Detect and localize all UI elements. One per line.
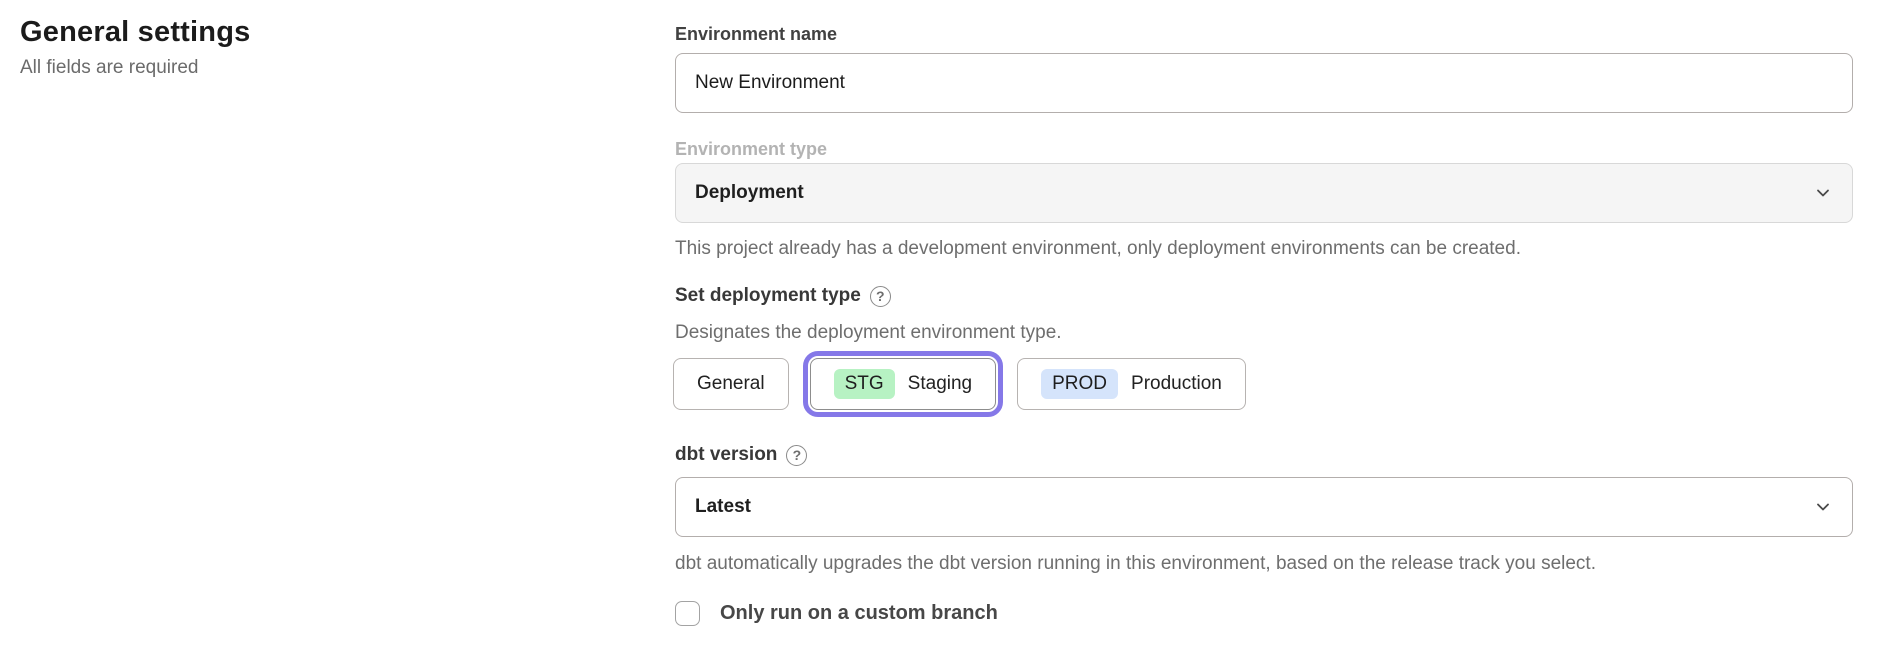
help-icon[interactable]: ? bbox=[869, 285, 891, 307]
custom-branch-row: Only run on a custom branch bbox=[675, 601, 998, 626]
staging-badge: STG bbox=[833, 369, 895, 399]
environment-type-helper: This project already has a development e… bbox=[675, 238, 1521, 259]
environment-type-label: Environment type bbox=[675, 139, 828, 159]
deployment-type-options: General STG Staging PROD Production bbox=[673, 351, 1246, 417]
deployment-type-option-staging[interactable]: STG Staging bbox=[802, 351, 1004, 417]
help-icon[interactable]: ? bbox=[786, 444, 808, 466]
dbt-version-value: Latest bbox=[695, 496, 751, 517]
environment-type-value: Deployment bbox=[695, 182, 804, 203]
deployment-type-description: Designates the deployment environment ty… bbox=[675, 322, 1062, 343]
deployment-type-label-row: Set deployment type ? bbox=[675, 285, 891, 307]
page-subtitle: All fields are required bbox=[20, 57, 199, 78]
page-title: General settings bbox=[20, 16, 251, 48]
environment-name-input[interactable]: New Environment bbox=[675, 53, 1853, 113]
dbt-version-label: dbt version bbox=[675, 444, 778, 465]
environment-type-select: Deployment bbox=[675, 163, 1853, 223]
production-badge: PROD bbox=[1041, 369, 1119, 399]
deployment-type-option-production[interactable]: PROD Production bbox=[1017, 358, 1246, 410]
environment-name-label: Environment name bbox=[675, 24, 838, 44]
chevron-down-icon bbox=[1817, 503, 1829, 511]
deployment-type-option-label: General bbox=[697, 373, 765, 394]
deployment-type-label: Set deployment type bbox=[675, 285, 861, 306]
dbt-version-helper: dbt automatically upgrades the dbt versi… bbox=[675, 553, 1596, 574]
dbt-version-label-row: dbt version ? bbox=[675, 444, 808, 466]
dbt-version-select[interactable]: Latest bbox=[675, 477, 1853, 537]
custom-branch-checkbox[interactable] bbox=[675, 601, 700, 626]
deployment-type-option-general[interactable]: General bbox=[673, 358, 789, 410]
environment-name-value: New Environment bbox=[695, 72, 845, 93]
chevron-down-icon bbox=[1817, 189, 1829, 197]
custom-branch-label: Only run on a custom branch bbox=[720, 602, 998, 624]
deployment-type-option-label: Staging bbox=[907, 373, 973, 394]
deployment-type-option-label: Production bbox=[1131, 373, 1222, 394]
